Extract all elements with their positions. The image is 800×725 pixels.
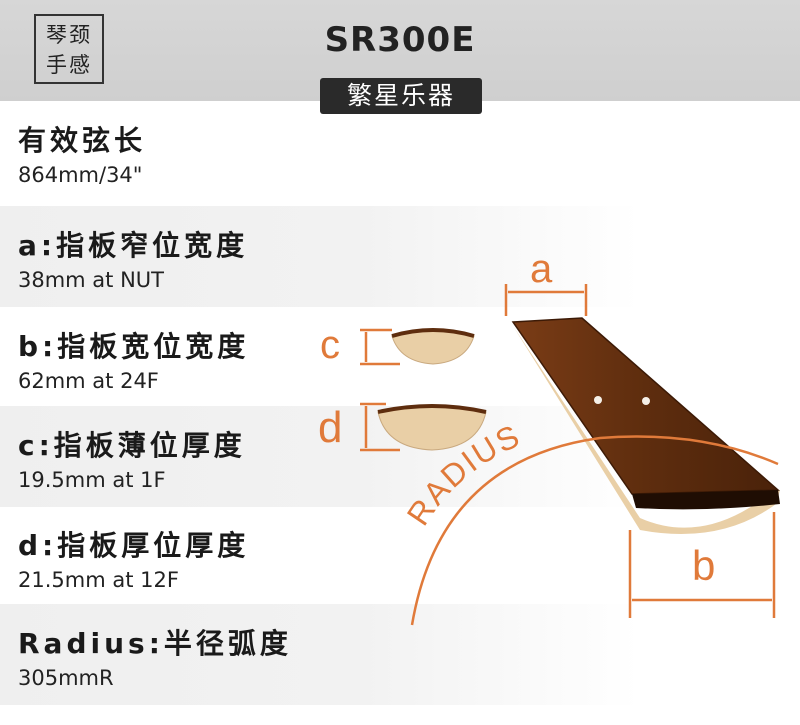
label-a: a xyxy=(530,247,553,291)
spec-value: 21.5mm at 12F xyxy=(18,568,179,592)
fretboard-diagram: c d a RADIUS b xyxy=(318,247,780,626)
spec-value: 19.5mm at 1F xyxy=(18,468,166,492)
label-d: d xyxy=(318,403,342,452)
label-b: b xyxy=(692,542,715,589)
fretboard-maple-side xyxy=(513,326,780,535)
spec-label: c:指板薄位厚度 xyxy=(18,429,246,462)
spec-row-24f-width: b:指板宽位宽度 62mm at 24F xyxy=(0,307,800,408)
spec-label: b:指板宽位宽度 xyxy=(18,330,250,363)
brand-label: 繁星乐器 xyxy=(320,78,482,114)
fretboard-end-edge xyxy=(632,490,780,510)
spec-value: 305mmR xyxy=(18,666,114,690)
badge-line-2: 手感 xyxy=(46,53,92,77)
spec-row-nut-width: a:指板窄位宽度 38mm at NUT xyxy=(0,206,800,307)
spec-label: 有效弦长 xyxy=(18,124,147,157)
spec-value: 38mm at NUT xyxy=(18,268,164,292)
section-c-shape xyxy=(391,329,475,365)
spec-label: a:指板窄位宽度 xyxy=(18,229,249,262)
spec-label: Radius:半径弧度 xyxy=(18,627,292,660)
spec-row-radius: Radius:半径弧度 305mmR xyxy=(0,604,800,705)
badge-line-1: 琴颈 xyxy=(46,23,92,47)
section-d-top xyxy=(377,404,487,414)
label-c: c xyxy=(320,323,340,367)
dimension-d xyxy=(360,402,400,452)
model-title: SR300E xyxy=(324,20,476,60)
spec-row-scale-length: 有效弦长 864mm/34" xyxy=(0,101,800,202)
radius-arc xyxy=(410,435,779,626)
fretboard-wood-surface xyxy=(511,317,780,495)
position-marker xyxy=(642,397,650,405)
spec-label: d:指板厚位厚度 xyxy=(18,529,250,562)
spec-value: 864mm/34" xyxy=(18,163,143,187)
dimension-c xyxy=(360,328,400,366)
neck-feel-badge: 琴颈 手感 xyxy=(34,14,104,84)
section-c-top xyxy=(391,328,475,338)
spec-value: 62mm at 24F xyxy=(18,369,159,393)
spec-row-12f-thickness: d:指板厚位厚度 21.5mm at 12F xyxy=(0,506,800,607)
position-marker xyxy=(594,396,602,404)
dimension-a xyxy=(504,284,588,316)
dimension-b xyxy=(628,512,776,618)
